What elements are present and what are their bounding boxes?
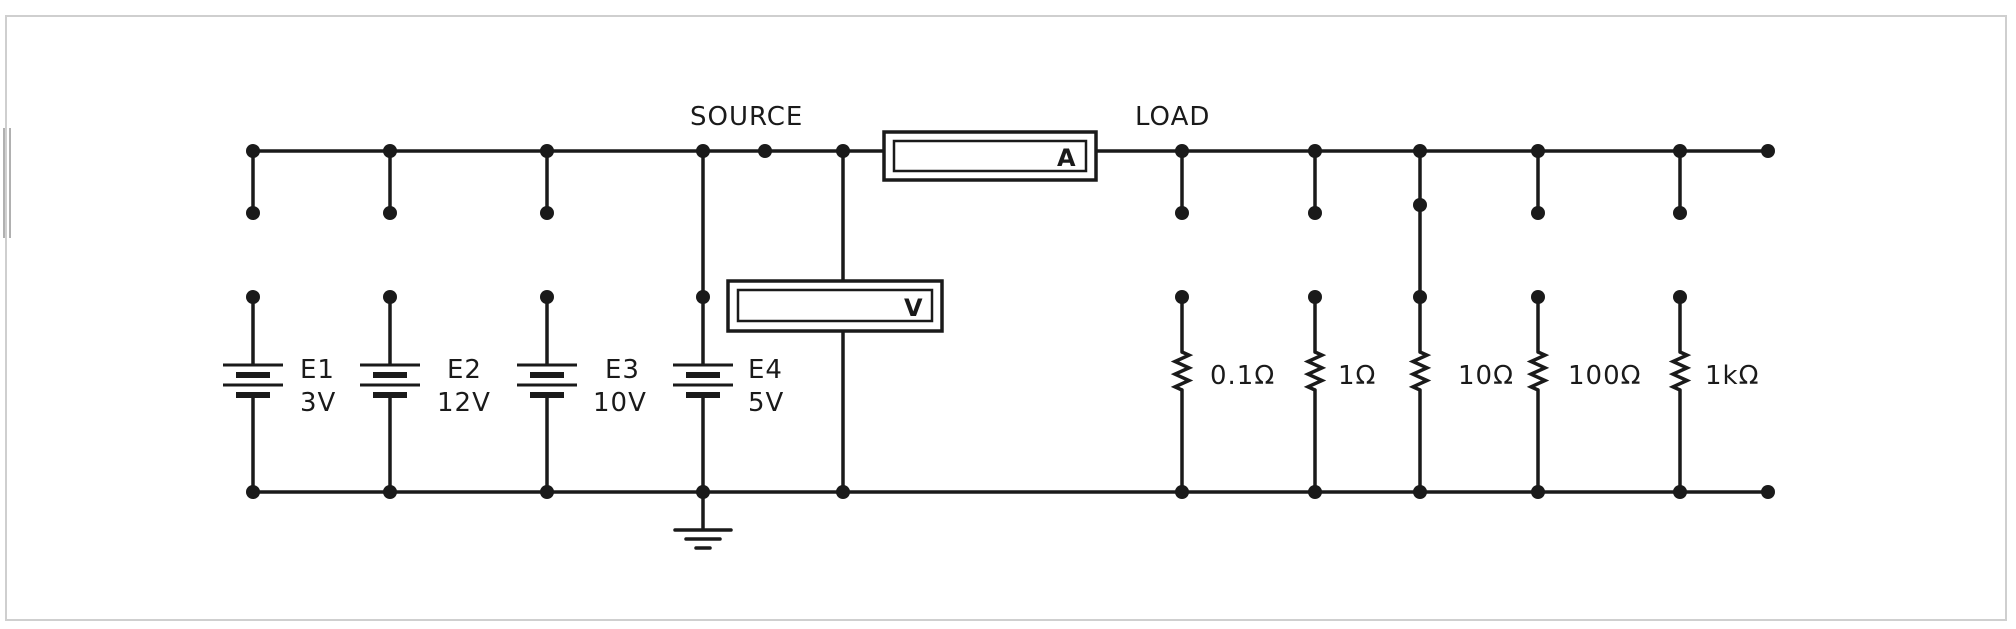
source-label: SOURCE [690,102,803,132]
components [223,350,1692,398]
terminal-node-bottom [1761,485,1775,499]
resistor-value-3: 10Ω [1458,361,1514,391]
junction-node [1175,206,1189,220]
battery-name-e3: E3 [605,355,640,385]
battery-name-e2: E2 [447,355,482,385]
battery-voltage-e1: 3V [300,388,336,418]
junction-node [836,144,850,158]
junction-node [1413,198,1427,212]
resistor-value-2: 1Ω [1338,361,1376,391]
load-label: LOAD [1135,102,1210,132]
junction-node [758,144,772,158]
junction-node [246,206,260,220]
junction-node [540,290,554,304]
junction-node [1308,485,1322,499]
junction-node [1531,485,1545,499]
junction-node [540,485,554,499]
junction-node [836,485,850,499]
junction-node [383,144,397,158]
ammeter-label: A [1057,144,1076,172]
junction-node [1308,290,1322,304]
junction-node [540,206,554,220]
resistor-value-1: 0.1Ω [1210,361,1275,391]
junction-node [1673,144,1687,158]
junction-node [1308,206,1322,220]
junction-node [1531,144,1545,158]
junction-node [1413,144,1427,158]
junction-nodes [246,144,1775,499]
junction-node [246,144,260,158]
junction-node [1531,290,1545,304]
battery-e2-symbol [360,363,420,398]
junction-node [1673,206,1687,220]
junction-node [1413,485,1427,499]
resistor-4-symbol [1526,350,1550,392]
junction-node [696,144,710,158]
terminal-node-top [1761,144,1775,158]
voltmeter[interactable]: V [726,279,944,333]
junction-node [1413,290,1427,304]
resistor-1-symbol [1170,350,1194,392]
battery-name-e1: E1 [300,355,335,385]
battery-voltage-e4: 5V [748,388,784,418]
diagram-frame [5,15,2007,621]
resistor-2-symbol [1303,350,1327,392]
junction-node [696,290,710,304]
junction-node [383,485,397,499]
battery-e3-symbol [517,363,577,398]
junction-node [246,485,260,499]
junction-node [383,206,397,220]
junction-node [1673,485,1687,499]
battery-e4-symbol [673,363,733,398]
junction-node [383,290,397,304]
junction-node [1175,290,1189,304]
battery-e1-symbol [223,363,283,398]
junction-node [1673,290,1687,304]
resistor-value-5: 1kΩ [1705,361,1759,391]
junction-node [1308,144,1322,158]
junction-node [1175,144,1189,158]
battery-voltage-e3: 10V [593,388,647,418]
battery-voltage-e2: 12V [437,388,491,418]
junction-node [540,144,554,158]
junction-node [696,485,710,499]
battery-name-e4: E4 [748,355,783,385]
junction-node [1531,206,1545,220]
resistor-3-symbol [1408,350,1432,392]
resistor-value-4: 100Ω [1568,361,1642,391]
junction-node [246,290,260,304]
junction-node [1175,485,1189,499]
resistor-5-symbol [1668,350,1692,392]
ammeter[interactable]: A [882,130,1098,182]
voltmeter-label: V [904,294,923,322]
